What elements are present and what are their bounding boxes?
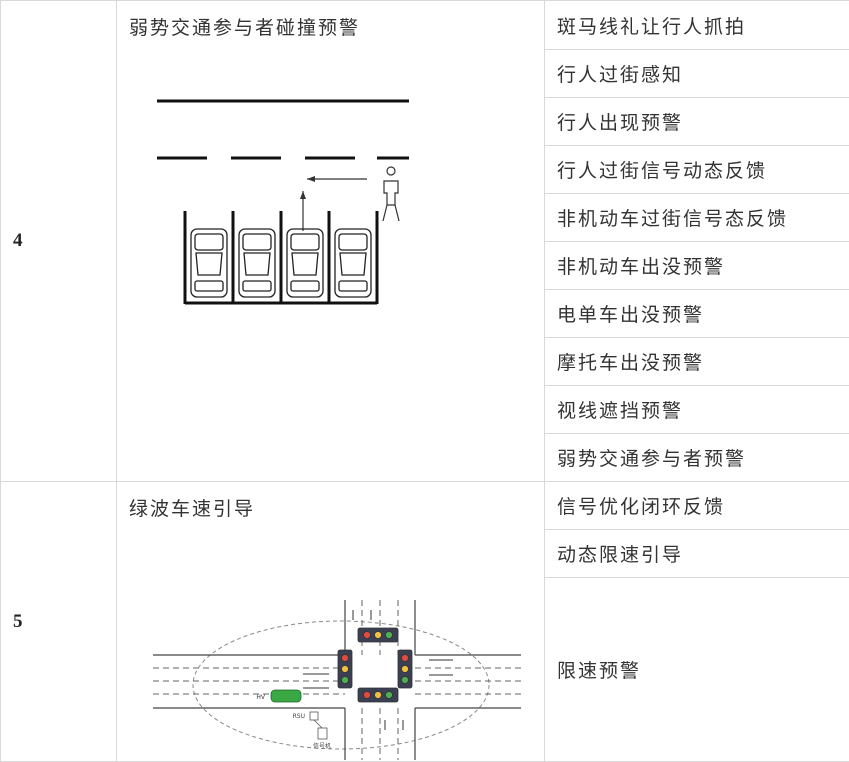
intersection-diagram: HV RSU 信号机 [153, 600, 533, 760]
ego-vehicle: HV [256, 690, 301, 702]
row-number: 4 [1, 1, 117, 482]
feature-cell: 摩托车出没预警 [545, 338, 849, 386]
feature-cell: 非机动车出没预警 [545, 242, 849, 290]
lane-dash-line [153, 600, 521, 760]
signal-controller-label: 信号机 [313, 742, 331, 750]
feature-cell: 限速预警 [545, 578, 849, 762]
road-lines [153, 600, 521, 760]
feature-cell: 弱势交通参与者预警 [545, 434, 849, 482]
pedestrian-figure [383, 167, 399, 221]
hv-label: HV [256, 694, 266, 701]
traffic-light [338, 628, 412, 702]
pedestrian-diagram [157, 91, 417, 321]
feature-cell: 信号优化闭环反馈 [545, 482, 849, 530]
feature-cell: 视线遮挡预警 [545, 386, 849, 434]
feature-cell: 电单车出没预警 [545, 290, 849, 338]
feature-cell: 非机动车过街信号态反馈 [545, 194, 849, 242]
scene-cell: 弱势交通参与者碰撞预警 [117, 1, 545, 482]
rsu-label: RSU [293, 713, 305, 720]
feature-cell: 行人过街感知 [545, 50, 849, 98]
scene-cell: 绿波车速引导 [117, 482, 545, 762]
scene-title: 弱势交通参与者碰撞预警 [129, 13, 360, 40]
row-number: 5 [1, 482, 117, 762]
feature-cell: 斑马线礼让行人抓拍 [545, 1, 849, 50]
feature-cell: 行人过街信号动态反馈 [545, 146, 849, 194]
scene-title: 绿波车速引导 [129, 494, 255, 521]
feature-cell: 动态限速引导 [545, 530, 849, 578]
rsu-unit: RSU 信号机 [293, 712, 331, 750]
feature-cell: 行人出现预警 [545, 98, 849, 146]
parking-lines [185, 211, 377, 304]
